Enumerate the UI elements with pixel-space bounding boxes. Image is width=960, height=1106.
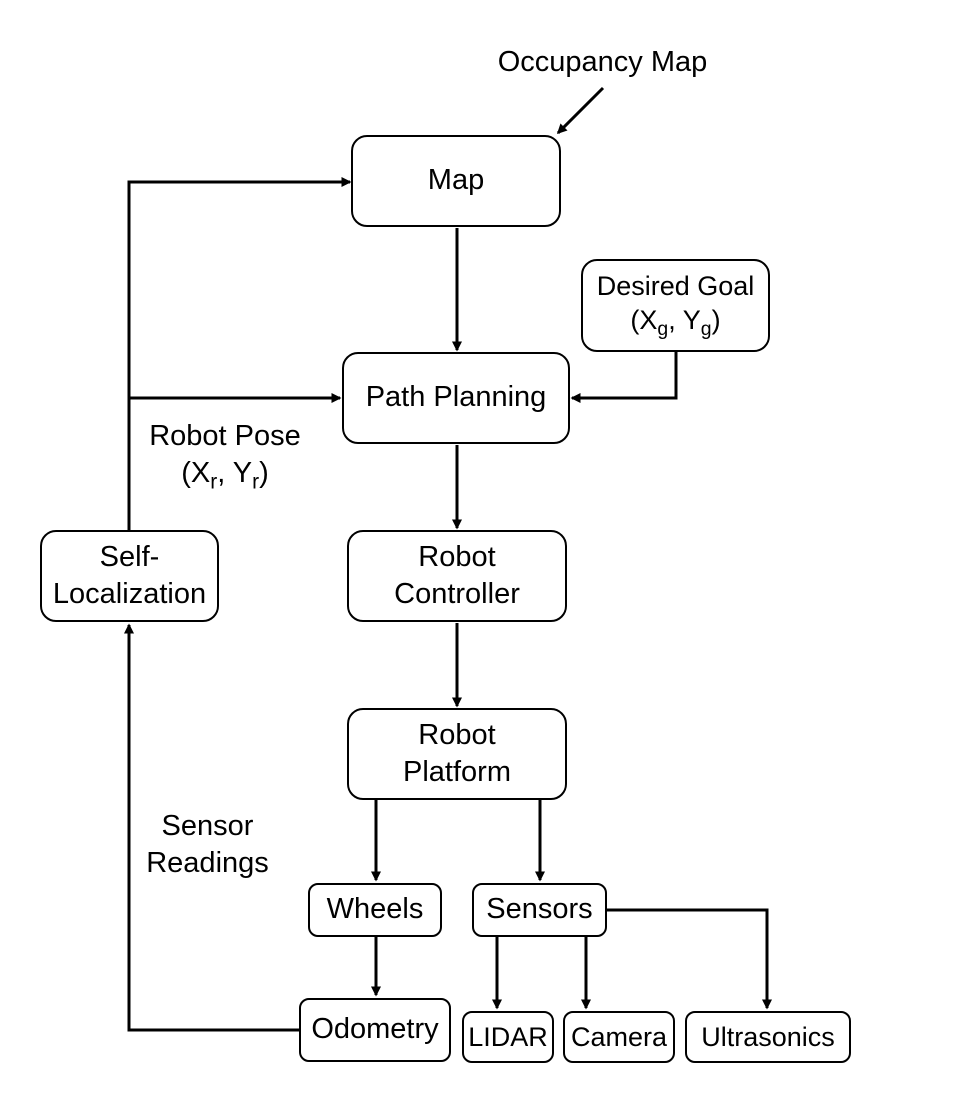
edge-odometry-to-self-localization xyxy=(124,623,300,1032)
lidar-node: LIDAR xyxy=(462,1011,554,1063)
map-node: Map xyxy=(351,135,561,227)
robot-pose-coordinates: (Xr, Yr) xyxy=(181,457,269,494)
desired-goal-coordinates: (Xg, Yg) xyxy=(630,305,721,341)
edge-occupancy-map-to-map xyxy=(556,86,605,135)
edge-self-localization-to-map xyxy=(127,177,352,398)
camera-node: Camera xyxy=(563,1011,675,1063)
robot-pose-label: Robot Pose (Xr, Yr) xyxy=(130,418,320,497)
sensors-node: Sensors xyxy=(472,883,607,937)
edge-sensors-to-ultrasonics xyxy=(607,908,772,1010)
ultrasonics-node: Ultrasonics xyxy=(685,1011,851,1063)
edge-desired-goal-to-path-planning xyxy=(570,352,678,403)
self-localization-node: Self- Localization xyxy=(40,530,219,622)
occupancy-map-label: Occupancy Map xyxy=(497,46,708,78)
sensor-readings-label: Sensor Readings xyxy=(146,810,269,880)
desired-goal-node: Desired Goal (Xg, Yg) xyxy=(581,259,770,352)
path-planning-node: Path Planning xyxy=(342,352,570,444)
odometry-node: Odometry xyxy=(299,998,451,1062)
wheels-node: Wheels xyxy=(308,883,442,937)
robot-controller-node: Robot Controller xyxy=(347,530,567,622)
robot-pose-title: Robot Pose xyxy=(149,420,301,452)
robot-platform-node: Robot Platform xyxy=(347,708,567,800)
